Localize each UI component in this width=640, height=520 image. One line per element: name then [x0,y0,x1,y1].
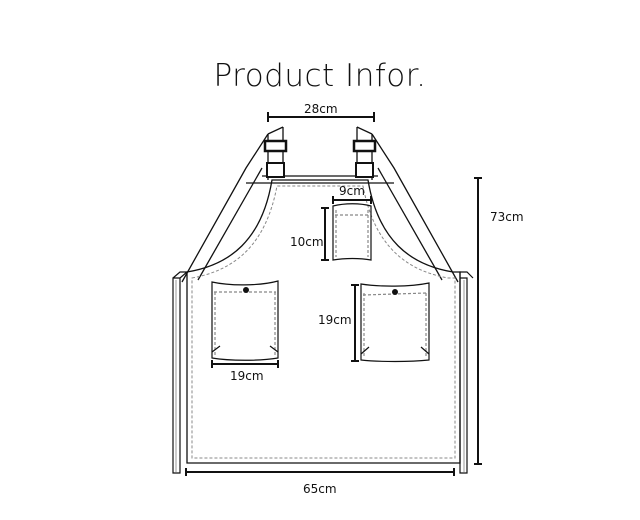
right-pocket-snap-icon [392,289,398,295]
left-pocket-snap-icon [243,287,249,293]
total-width-dimension [185,468,455,476]
apron-stitching [191,185,456,459]
small-pocket-width-dimension [332,196,372,204]
small-pocket-height-dimension [321,207,329,261]
total-width-label: 65cm [303,482,337,496]
strap-gap-dimension [267,112,375,122]
small-pocket [332,203,372,261]
right-pocket-height-label: 19cm [318,313,352,327]
neck-straps [181,126,459,283]
left-pocket-width-label: 19cm [230,369,264,383]
left-pocket [211,280,279,361]
small-pocket-width-label: 9cm [339,184,365,198]
total-height-dimension [474,177,482,465]
strap-gap-label: 28cm [304,102,338,116]
left-pocket-width-dimension [211,360,279,368]
buckles [263,139,377,178]
total-height-label: 73cm [490,210,524,224]
right-pocket-height-dimension [351,284,359,362]
page-title: Product Infor. [213,58,427,94]
side-ties [172,271,474,474]
apron-body [186,179,461,464]
right-pocket [360,282,430,363]
small-pocket-height-label: 10cm [290,235,324,249]
